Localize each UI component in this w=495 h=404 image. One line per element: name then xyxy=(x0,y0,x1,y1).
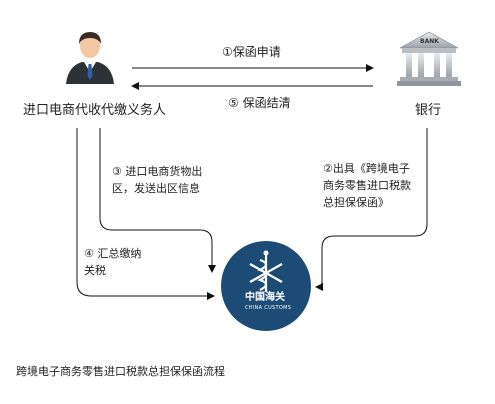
step4-label: ④ 汇总缴纳 关税 xyxy=(84,245,141,279)
diagram-caption: 跨境电子商务零售进口税款总担保保函流程 xyxy=(16,365,225,378)
customs-logo-text: 中国海关 xyxy=(245,292,285,303)
step2-line3: 总担保保函》 xyxy=(323,196,389,209)
bank-sign-text: BANK xyxy=(420,38,439,45)
bank-label: 银行 xyxy=(415,103,442,118)
step5-label: ⑤ 保函结清 xyxy=(228,96,291,110)
agent-label: 进口电商代收代缴义务人 xyxy=(23,103,167,118)
arrow-goods-exit xyxy=(99,128,216,273)
step4-line1: ④ 汇总缴纳 xyxy=(84,247,142,260)
arrow-pay-duties xyxy=(76,128,215,300)
customs-emblem: 中国海关 CHINA CUSTOMS xyxy=(220,240,312,332)
step3-label: ③ 进口电商货物出 区，发送出区信息 xyxy=(112,163,202,197)
step1-label: ①保函申请 xyxy=(222,45,281,59)
customs-logo-subtext: CHINA CUSTOMS xyxy=(245,305,292,311)
step3-line2: 区，发送出区信息 xyxy=(112,182,200,195)
person-icon xyxy=(60,26,120,86)
step2-label: ②出具《跨境电子 商务零售进口税款 总担保保函》 xyxy=(323,160,411,211)
step2-line1: ②出具《跨境电子 xyxy=(323,162,410,175)
arrow-issue-guarantee xyxy=(315,128,428,291)
step3-line1: ③ 进口电商货物出 xyxy=(112,165,203,178)
bank-icon: BANK xyxy=(396,30,462,88)
step2-line2: 商务零售进口税款 xyxy=(323,179,411,192)
step4-line2: 关税 xyxy=(84,264,106,277)
